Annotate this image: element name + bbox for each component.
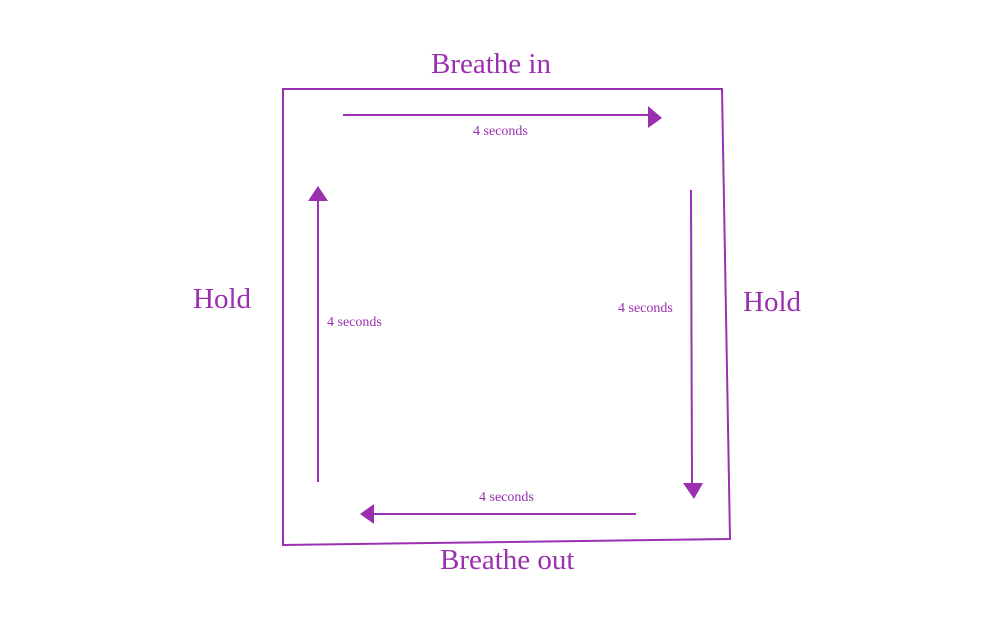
arrow-right-down bbox=[690, 189, 693, 485]
label-breathe-out: Breathe out bbox=[440, 544, 575, 576]
square-outline bbox=[282, 88, 732, 547]
arrowhead-bottom bbox=[360, 504, 374, 524]
duration-bottom: 4 seconds bbox=[479, 490, 534, 505]
arrowhead-left bbox=[308, 186, 328, 201]
label-breathe-in: Breathe in bbox=[431, 48, 551, 80]
duration-right: 4 seconds bbox=[618, 301, 673, 316]
arrowhead-top bbox=[648, 106, 662, 128]
duration-top: 4 seconds bbox=[473, 124, 528, 139]
label-hold-left: Hold bbox=[193, 283, 251, 315]
arrowhead-right bbox=[683, 483, 703, 499]
label-hold-right: Hold bbox=[743, 286, 801, 318]
duration-left: 4 seconds bbox=[327, 315, 382, 330]
